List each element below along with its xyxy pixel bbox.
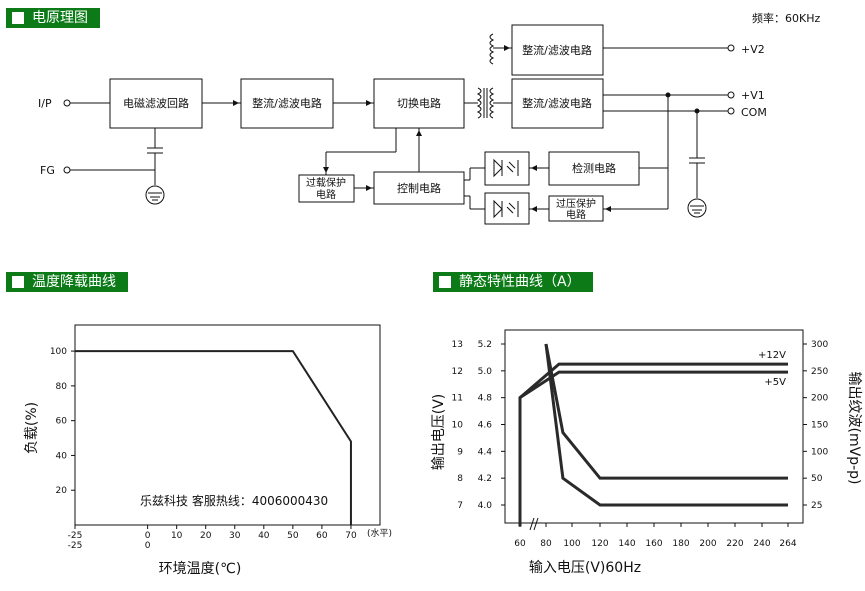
derating-x-tick-label: 30 — [229, 531, 241, 541]
static-x-tick-label: 200 — [699, 539, 716, 549]
schematic-wires — [63, 33, 735, 219]
static-y-right-label: 250 — [811, 367, 828, 377]
static-y-inner-label: 4.8 — [478, 394, 493, 404]
derating-x-tick-label: -25 — [68, 531, 83, 541]
derating-ylabel: 负载(%) — [24, 402, 40, 454]
static-xlabel: 输入电压(V)60Hz — [529, 560, 641, 576]
derating-x-tick-label: 50 — [287, 531, 299, 541]
derating-x-tick-label: 70 — [345, 531, 357, 541]
static-x-tick-label: 160 — [645, 539, 662, 549]
static-y-outer-label: 12 — [452, 367, 463, 377]
ovp-label-1: 过压保护 — [556, 197, 596, 210]
static-series-label: +5V — [764, 377, 786, 388]
detect-label: 检测电路 — [572, 161, 616, 175]
watermark-text: 乐兹科技 客服热线：4006000430 — [140, 493, 328, 508]
static-y-right-label: 50 — [811, 474, 823, 484]
rect-v2-label: 整流/滤波电路 — [522, 43, 592, 57]
v1-label: +V1 — [741, 89, 765, 102]
derating-header: 温度降载曲线 — [6, 272, 128, 292]
schematic-title: 电原理图 — [32, 10, 88, 26]
static-y-outer-label: 11 — [452, 394, 463, 404]
static-y-inner-label: 4.0 — [478, 501, 493, 511]
emi-label: 电磁滤波回路 — [123, 97, 189, 110]
static-y-right-label: 25 — [811, 501, 822, 511]
schematic-header: 电原理图 — [6, 8, 100, 28]
static-x-tick-label: 100 — [563, 539, 580, 549]
switch-label: 切换电路 — [397, 96, 441, 110]
ovp-label-2: 电路 — [566, 208, 586, 221]
static-x-tick-label: 264 — [779, 539, 796, 549]
static-x-tick-label: 180 — [672, 539, 689, 549]
derating-x-tick-label: 10 — [171, 531, 183, 541]
derating-series-line — [75, 350, 352, 525]
static-series-line — [544, 343, 788, 507]
static-series-line — [518, 370, 788, 527]
static-x-tick-label: 140 — [618, 539, 635, 549]
v2-label: +V2 — [741, 43, 765, 56]
frequency-label: 频率：60KHz — [752, 11, 820, 25]
derating-y-tick-label: 60 — [56, 417, 68, 427]
ip-label: I/P — [38, 97, 52, 110]
derating-x-tick-label-row2: 0 — [145, 541, 151, 551]
static-y-inner-label: 4.4 — [478, 447, 493, 457]
static-y-inner-label: 5.0 — [478, 367, 493, 377]
static-y-right-label: 300 — [811, 340, 828, 350]
static-y-right-label: 200 — [811, 394, 828, 404]
header-square-icon — [12, 12, 24, 24]
static-series-label: +12V — [758, 350, 786, 361]
derating-x-tick-label-row2: -25 — [68, 541, 83, 551]
derating-x-unit-note: (水平) — [367, 527, 392, 539]
static-y-right-label: 150 — [811, 421, 828, 431]
static-y-outer-label: 7 — [457, 501, 463, 511]
rect-v2-block — [511, 24, 604, 76]
overload-label-1: 过载保护 — [306, 176, 346, 189]
axis-break-icon — [529, 517, 539, 531]
overload-label-2: 电路 — [316, 188, 336, 201]
derating-xlabel: 环境温度(℃) — [159, 561, 242, 577]
com-label: COM — [741, 106, 767, 119]
control-label: 控制电路 — [397, 181, 441, 195]
static-y-outer-label: 10 — [452, 421, 464, 431]
schematic-arrows — [233, 45, 611, 212]
static-y-inner-label: 4.2 — [478, 474, 492, 484]
header-square-icon — [12, 276, 24, 288]
derating-y-tick-label: 100 — [50, 347, 67, 357]
derating-y-tick-label: 40 — [56, 451, 68, 461]
derating-x-tick-label: 0 — [145, 531, 151, 541]
static-ylabel-right: 输出纹波(mVp-p) — [846, 372, 862, 485]
static-y-outer-label: 8 — [457, 474, 463, 484]
derating-plot-frame — [74, 324, 381, 526]
header-square-icon — [439, 276, 451, 288]
rect1-label: 整流/滤波电路 — [252, 96, 322, 110]
static-y-right-label: 100 — [811, 447, 828, 457]
static-header: 静态特性曲线（A） — [433, 272, 593, 292]
static-y-outer-label: 9 — [457, 447, 463, 457]
static-y-outer-label: 13 — [452, 340, 463, 350]
derating-y-tick-label: 80 — [56, 382, 68, 392]
derating-x-tick-label: 20 — [200, 531, 212, 541]
static-x-tick-label: 120 — [591, 539, 608, 549]
static-x-tick-label: 240 — [753, 539, 770, 549]
static-series-line — [544, 343, 788, 480]
static-ylabel-left: 输出电压(V) — [431, 394, 447, 471]
derating-x-tick-label: 60 — [316, 531, 328, 541]
static-title: 静态特性曲线（A） — [459, 274, 581, 290]
derating-y-tick-label: 20 — [56, 486, 68, 496]
rect-v1-label: 整流/滤波电路 — [522, 96, 592, 110]
derating-title: 温度降载曲线 — [32, 274, 116, 290]
static-y-inner-label: 5.2 — [478, 340, 492, 350]
fg-label: FG — [40, 164, 55, 177]
derating-x-tick-label: 40 — [258, 531, 270, 541]
static-x-tick-label: 60 — [514, 539, 526, 549]
static-x-tick-label: 220 — [726, 539, 743, 549]
static-y-inner-label: 4.6 — [478, 421, 493, 431]
static-x-tick-label: 80 — [540, 539, 552, 549]
